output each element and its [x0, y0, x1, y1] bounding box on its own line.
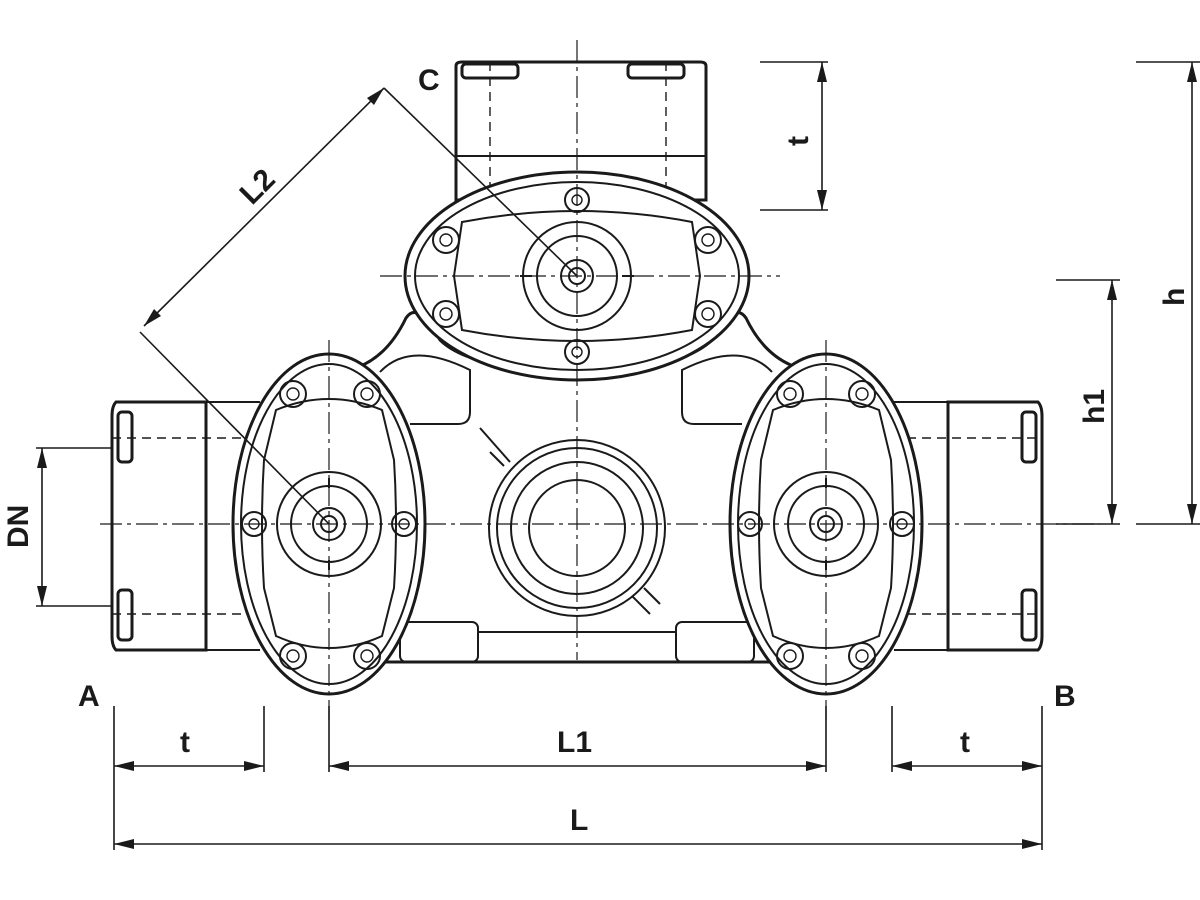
- dim-label-dn: DN: [2, 505, 35, 548]
- center-lines: [100, 40, 1100, 720]
- dim-label-l2: L2: [234, 163, 282, 211]
- port-label-a: A: [78, 680, 100, 713]
- dim-label-l: L: [570, 804, 588, 837]
- dim-label-h: h: [1158, 288, 1191, 306]
- dim-label-t-left: t: [180, 726, 190, 759]
- dim-label-h1: h1: [1078, 389, 1111, 424]
- dim-label-t-top: t: [782, 136, 815, 146]
- socket-a: [110, 400, 263, 652]
- port-label-b: B: [1054, 680, 1076, 713]
- socket-b: [891, 400, 1044, 652]
- socket-c: [454, 60, 708, 211]
- port-label-c: C: [418, 64, 440, 97]
- dim-label-t-right: t: [960, 726, 970, 759]
- dimension-lines: [36, 61, 1200, 850]
- dim-label-l1: L1: [557, 726, 592, 759]
